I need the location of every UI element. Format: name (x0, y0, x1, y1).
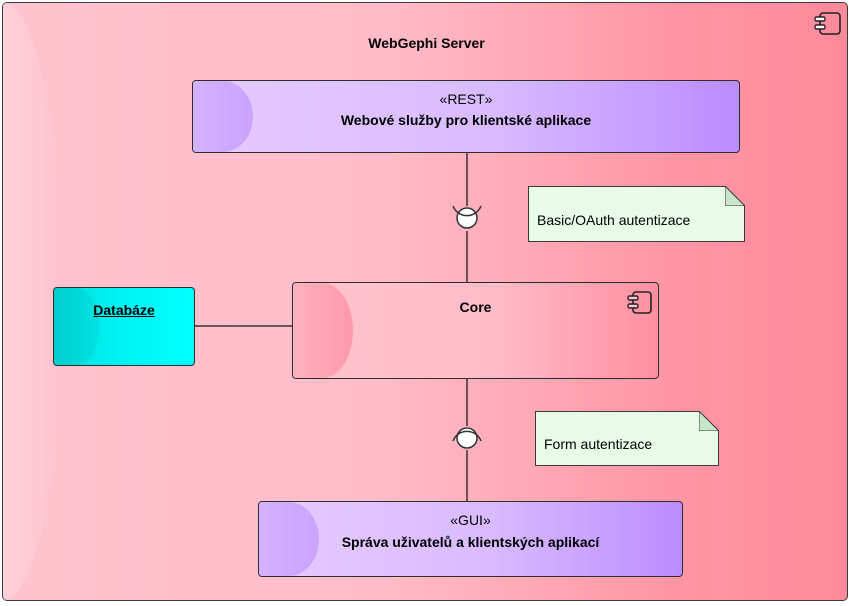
component-gloss (193, 81, 253, 152)
core-component[interactable]: Core (292, 282, 659, 379)
database-gloss (54, 288, 99, 365)
gui-auth-note[interactable]: Form autentizace (535, 411, 719, 466)
rest-stereotype: «REST» (439, 91, 493, 107)
rest-required-socket (452, 205, 482, 217)
rest-component-name: Webové služby pro klientské aplikace (340, 112, 592, 128)
component-gloss (293, 283, 353, 378)
gui-auth-note-text: Form autentizace (544, 436, 653, 452)
rest-component[interactable]: «REST» Webové služby pro klientské aplik… (192, 80, 740, 153)
rest-auth-note-text: Basic/OAuth autentizace (537, 212, 691, 228)
database-name: Databáze (93, 302, 155, 318)
note-fold-icon (699, 411, 719, 431)
gui-required-socket (452, 430, 482, 442)
gui-component-name: Správa uživatelů a klientských aplikací (341, 534, 600, 550)
gui-component[interactable]: «GUI» Správa uživatelů a klientských apl… (258, 501, 683, 577)
note-fold-icon (725, 186, 745, 206)
rest-auth-note[interactable]: Basic/OAuth autentizace (528, 186, 745, 242)
core-component-name: Core (459, 299, 492, 315)
component-icon (627, 291, 652, 314)
gui-stereotype: «GUI» (450, 512, 491, 528)
database-component[interactable]: Databáze (53, 287, 195, 366)
component-gloss (259, 502, 319, 576)
server-title: WebGephi Server (368, 35, 485, 51)
component-icon (814, 12, 841, 35)
rest-provided-interface (456, 207, 478, 229)
